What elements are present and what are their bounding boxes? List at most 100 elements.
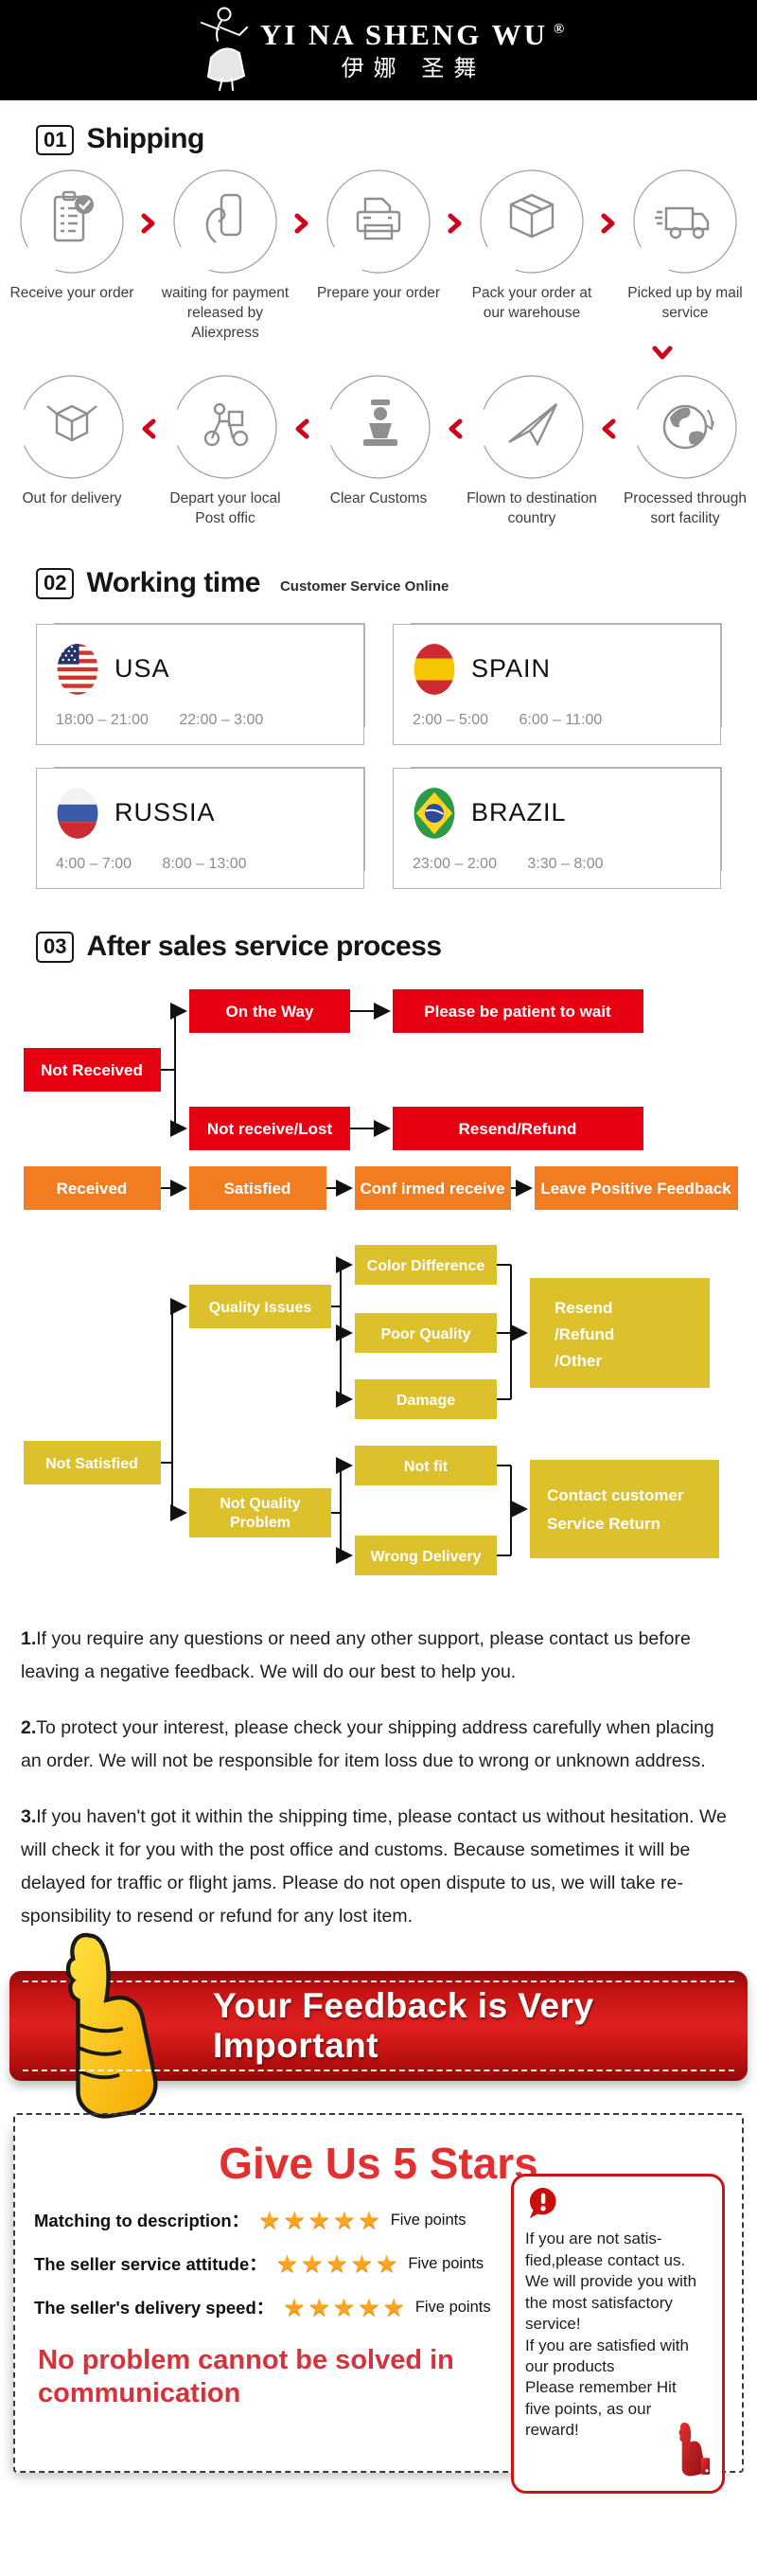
- working-time-card-spain: SPAIN 2:00 – 5:00 6:00 – 11:00: [393, 623, 721, 745]
- step-sort-facility: Processed through sort facility: [618, 374, 752, 529]
- policy-note-2: 2.To protect your interest, please check…: [21, 1712, 736, 1778]
- thumbs-up-red-icon: [667, 2420, 714, 2483]
- after-sales-section-head: 03 After sales service process: [36, 931, 757, 963]
- country-name: BRAZIL: [471, 798, 567, 827]
- flow-box-resend-refund-other: [530, 1277, 710, 1388]
- arrow-right-icon: [139, 212, 158, 240]
- policy-note-1: 1.If you require any questions or need a…: [21, 1623, 736, 1689]
- five-stars-icon: ★★★★★: [258, 2206, 383, 2235]
- note-text: If you are not satis- fied,please contac…: [525, 2230, 697, 2440]
- communication-slogan: No problem cannot be solved in communica…: [38, 2345, 454, 2409]
- working-time-cards: USA 18:00 – 21:00 22:00 – 3:00 SPAIN 2:0…: [36, 623, 721, 889]
- section-number: 03: [36, 932, 75, 963]
- rating-row-service: The seller service attitude： ★★★★★ Five …: [34, 2251, 550, 2276]
- rating-rows: Matching to description： ★★★★★ Five poin…: [34, 2208, 550, 2319]
- step-depart-post-office: Depart your local Post offic: [158, 374, 292, 529]
- five-stars-box: Give Us 5 Stars Matching to description：…: [13, 2113, 744, 2494]
- service-hours: 23:00 – 2:00: [413, 855, 497, 872]
- flow-label: On the Way: [226, 1003, 314, 1021]
- feedback-banner: Your Feedback is Very Important: [9, 1933, 748, 2119]
- step-caption: Receive your order: [9, 285, 134, 301]
- service-hours: 6:00 – 11:00: [519, 711, 603, 728]
- delivery-scooter-icon: [173, 375, 277, 479]
- flow-label: Contact customer: [547, 1486, 684, 1504]
- flow-box-color-difference: [355, 1244, 497, 1285]
- step-out-for-delivery: Out for delivery: [5, 374, 139, 509]
- step-waiting-payment: waiting for payment released by Aliexpre…: [158, 169, 292, 344]
- rating-points: Five points: [390, 2211, 467, 2229]
- step-pack-order: Pack your order at our warehouse: [465, 169, 599, 324]
- step-caption: Depart your local Post offic: [169, 489, 281, 526]
- flow-label: Damage: [396, 1393, 455, 1409]
- flow-box-contact-customer-return: [530, 1459, 719, 1558]
- working-time-card-russia: RUSSIA 4:00 – 7:00 8:00 – 13:00: [36, 767, 364, 889]
- flow-label: Not receive/Lost: [207, 1120, 333, 1138]
- thumbs-up-icon: [32, 1926, 184, 2129]
- flow-label: Quality Issues: [209, 1300, 312, 1316]
- arrow-left-icon: [139, 417, 158, 445]
- rating-row-description: Matching to description： ★★★★★ Five poin…: [34, 2208, 550, 2232]
- arrow-left-icon: [599, 417, 618, 445]
- rating-label: Matching to description：: [34, 2211, 250, 2231]
- parcel-box-icon: [480, 169, 584, 274]
- flow-label: Resend: [555, 1299, 612, 1317]
- country-name: RUSSIA: [114, 798, 216, 827]
- hand-card-icon: [173, 169, 277, 274]
- flow-label: Service Return: [547, 1515, 660, 1533]
- flow-box-satisfied: [189, 1165, 326, 1210]
- flow-label: Received: [57, 1180, 128, 1198]
- airplane-icon: [480, 375, 584, 479]
- flow-label: Wrong Delivery: [370, 1549, 481, 1565]
- flow-box-damage: [355, 1378, 497, 1419]
- flow-box-resend-refund: [393, 1106, 643, 1150]
- flow-label: Poor Quality: [380, 1326, 470, 1342]
- rating-label: The seller's delivery speed：: [34, 2298, 274, 2318]
- five-stars-title: Give Us 5 Stars: [219, 2139, 538, 2189]
- note-number: 3.: [21, 1805, 37, 1827]
- step-caption: Flown to destination country: [467, 489, 597, 526]
- flow-label: Conf irmed receive: [360, 1180, 504, 1198]
- rating-points: Five points: [408, 2254, 484, 2272]
- service-hours: 3:30 – 8:00: [527, 855, 604, 872]
- step-caption: waiting for payment released by Aliexpre…: [161, 285, 290, 341]
- step-clear-customs: Clear Customs: [311, 374, 446, 509]
- flow-box-received: [24, 1165, 161, 1210]
- brand-name-chinese: 伊娜 圣舞: [341, 55, 486, 81]
- satisfaction-note: If you are not satis- fied,please contac…: [511, 2174, 725, 2494]
- service-hours: 22:00 – 3:00: [179, 711, 264, 728]
- usa-flag-icon: [57, 643, 98, 695]
- country-name: SPAIN: [471, 654, 552, 684]
- working-time-card-brazil: BRAZIL 23:00 – 2:00 3:30 – 8:00: [393, 767, 721, 889]
- note-text: If you haven't got it within the shippin…: [21, 1805, 727, 1928]
- dancer-logo-icon: [190, 5, 251, 97]
- after-sales-flowchart: On the Way Please be patient to wait Not…: [19, 972, 757, 1602]
- flow-box-on-the-way: [189, 988, 350, 1033]
- note-number: 1.: [21, 1627, 37, 1649]
- section-number: 02: [36, 568, 75, 599]
- flow-box-poor-quality: [355, 1312, 497, 1353]
- note-number: 2.: [21, 1716, 37, 1738]
- flow-box-not-fit: [355, 1445, 497, 1485]
- step-prepare-order: Prepare your order: [311, 169, 446, 304]
- working-time-card-usa: USA 18:00 – 21:00 22:00 – 3:00: [36, 623, 364, 745]
- shipping-row-1: Receive your order waiting for payment r…: [0, 169, 757, 344]
- section-title: After sales service process: [86, 930, 442, 962]
- flow-label: Not Satisfied: [45, 1456, 138, 1472]
- policy-note-3: 3.If you haven't got it within the shipp…: [21, 1801, 736, 1933]
- arrow-right-icon: [599, 212, 618, 240]
- step-caption: Clear Customs: [329, 489, 428, 506]
- flow-label: Not Quality: [220, 1496, 300, 1512]
- delivery-truck-icon: [633, 169, 737, 274]
- section-title: Working time: [86, 566, 260, 598]
- flow-box-quality-issues: [189, 1284, 331, 1328]
- flow-label: Not fit: [404, 1459, 449, 1475]
- spain-flag-icon: [414, 643, 455, 695]
- step-caption: Processed through sort facility: [623, 489, 748, 526]
- exclamation-bubble-icon: [525, 2188, 561, 2226]
- shipping-section-head: 01 Shipping: [36, 123, 757, 155]
- step-caption: Pack your order at our warehouse: [471, 285, 592, 321]
- flow-box-not-satisfied: [24, 1440, 161, 1484]
- arrow-right-icon: [446, 212, 465, 240]
- rating-row-delivery: The seller's delivery speed： ★★★★★ Five …: [34, 2295, 550, 2319]
- country-name: USA: [114, 654, 170, 684]
